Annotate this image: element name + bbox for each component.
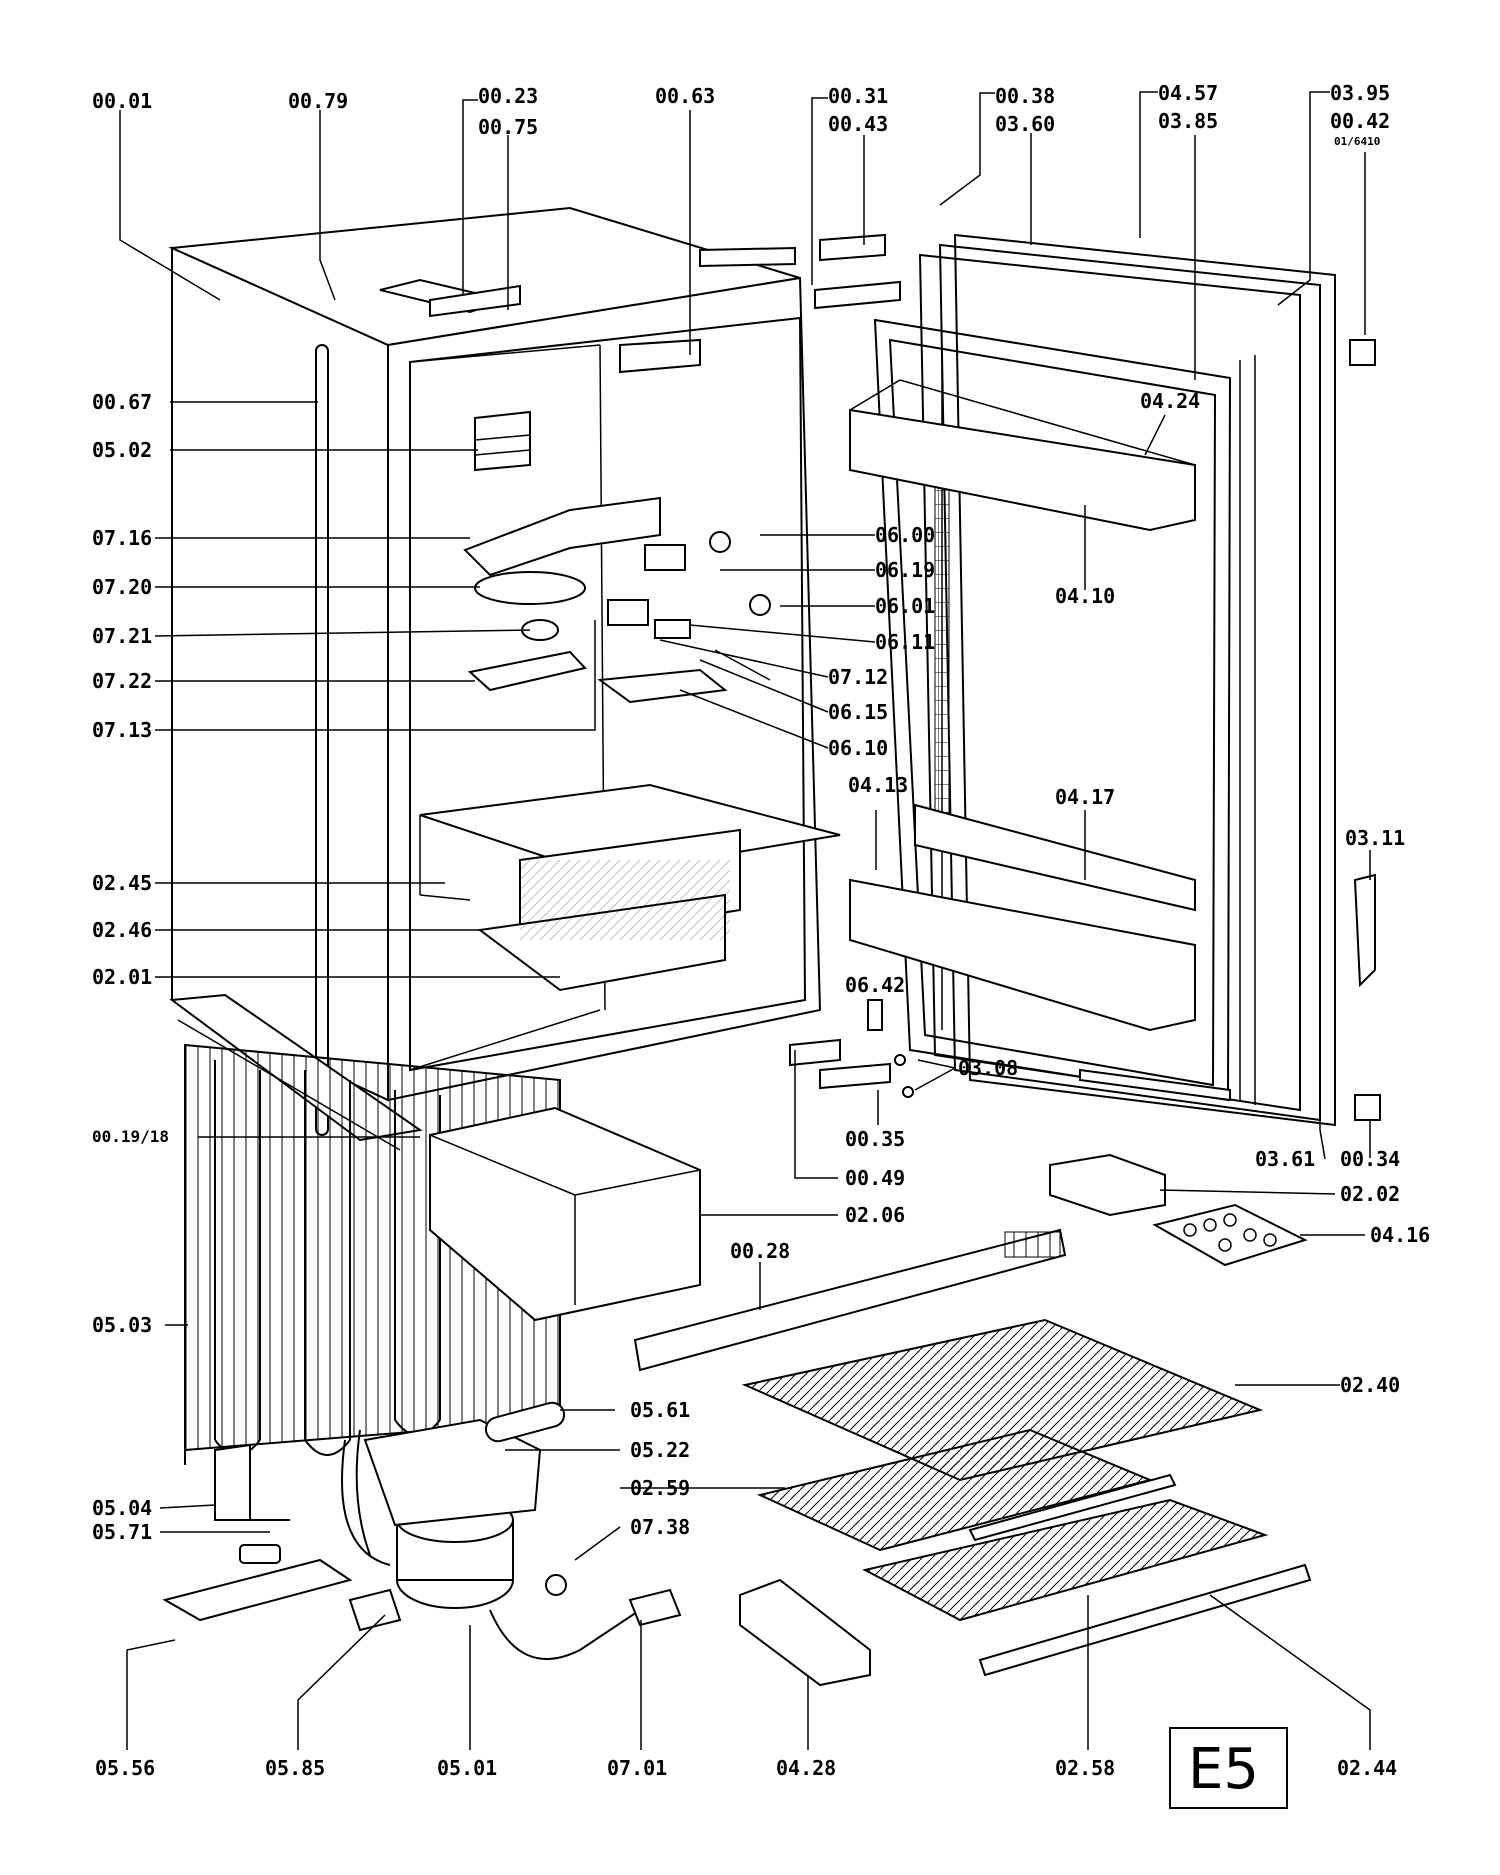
label-02-59: 02.59 xyxy=(630,1476,690,1500)
label-06-10: 06.10 xyxy=(828,736,888,760)
label-05-85: 05.85 xyxy=(265,1756,325,1780)
door-side-strip xyxy=(1334,873,1376,1115)
label-05-02: 05.02 xyxy=(92,438,152,462)
label-00-63: 00.63 xyxy=(655,84,715,108)
label-01-6410: 01/6410 xyxy=(1334,135,1380,148)
label-02-44: 02.44 xyxy=(1337,1756,1397,1780)
label-05-61: 05.61 xyxy=(630,1398,690,1422)
label-07-22: 07.22 xyxy=(92,669,152,693)
label-06-42: 06.42 xyxy=(845,973,905,997)
part-number-labels: 00.01 00.79 00.23 00.75 00.63 00.31 00.4… xyxy=(92,81,1430,1780)
label-07-01: 07.01 xyxy=(607,1756,667,1780)
glass-shelf-trim xyxy=(633,1228,1067,1372)
label-02-02: 02.02 xyxy=(1340,1182,1400,1206)
label-02-01: 02.01 xyxy=(92,965,152,989)
label-00-31: 00.31 xyxy=(828,84,888,108)
label-07-13: 07.13 xyxy=(92,718,152,742)
door-bottom-strip xyxy=(1079,1068,1231,1102)
label-04-10: 04.10 xyxy=(1055,584,1115,608)
label-00-49: 00.49 xyxy=(845,1166,905,1190)
label-00-43: 00.43 xyxy=(828,112,888,136)
label-00-42: 00.42 xyxy=(1330,109,1390,133)
badge-label: E5 xyxy=(1188,1737,1259,1802)
butter-box xyxy=(1049,1153,1166,1217)
label-05-04: 05.04 xyxy=(92,1496,152,1520)
label-06-01: 06.01 xyxy=(875,594,935,618)
label-07-12: 07.12 xyxy=(828,665,888,689)
label-04-28: 04.28 xyxy=(776,1756,836,1780)
page-badge: E5 xyxy=(1169,1727,1288,1809)
label-00-35: 00.35 xyxy=(845,1127,905,1151)
label-02-46: 02.46 xyxy=(92,918,152,942)
label-04-13: 04.13 xyxy=(848,773,908,797)
label-07-21: 07.21 xyxy=(92,624,152,648)
label-07-16: 07.16 xyxy=(92,526,152,550)
door-gasket-frames xyxy=(918,233,1336,1127)
label-02-45: 02.45 xyxy=(92,871,152,895)
label-04-24: 04.24 xyxy=(1140,389,1200,413)
label-04-17: 04.17 xyxy=(1055,785,1115,809)
egg-tray xyxy=(1152,1203,1308,1267)
top-rail-parts xyxy=(379,246,796,374)
label-05-71: 05.71 xyxy=(92,1520,152,1544)
label-06-15: 06.15 xyxy=(828,700,888,724)
thermostat-plate xyxy=(474,410,531,472)
label-03-61: 03.61 xyxy=(1255,1147,1315,1171)
label-00-79: 00.79 xyxy=(288,89,348,113)
leader-lines xyxy=(119,91,1371,1750)
drip-tray xyxy=(739,1578,871,1687)
label-05-56: 05.56 xyxy=(95,1756,155,1780)
label-03-95: 03.95 xyxy=(1330,81,1390,105)
label-02-06: 02.06 xyxy=(845,1203,905,1227)
label-00-75: 00.75 xyxy=(478,115,538,139)
label-00-67: 00.67 xyxy=(92,390,152,414)
label-06-00: 06.00 xyxy=(875,523,935,547)
wire-shelf-upper xyxy=(741,1318,1264,1482)
inner-shelf-and-drawer xyxy=(419,783,841,992)
door-balcony-lower xyxy=(849,803,1196,1032)
label-07-38: 07.38 xyxy=(630,1515,690,1539)
label-00-34: 00.34 xyxy=(1340,1147,1400,1171)
compressor-assembly xyxy=(162,1401,682,1660)
label-03-85: 03.85 xyxy=(1158,109,1218,133)
label-05-03: 05.03 xyxy=(92,1313,152,1337)
label-03-08: 03.08 xyxy=(958,1056,1018,1080)
label-05-01: 05.01 xyxy=(437,1756,497,1780)
light-housing-parts xyxy=(463,496,771,704)
label-04-57: 04.57 xyxy=(1158,81,1218,105)
label-04-16: 04.16 xyxy=(1370,1223,1430,1247)
label-02-40: 02.40 xyxy=(1340,1373,1400,1397)
crisper-drawer xyxy=(429,1106,701,1322)
label-00-38: 00.38 xyxy=(995,84,1055,108)
label-00-19-18: 00.19/18 xyxy=(92,1127,169,1146)
label-06-11: 06.11 xyxy=(875,630,935,654)
label-03-60: 03.60 xyxy=(995,112,1055,136)
label-00-01: 00.01 xyxy=(92,89,152,113)
label-02-58: 02.58 xyxy=(1055,1756,1115,1780)
label-00-23: 00.23 xyxy=(478,84,538,108)
hinge-parts xyxy=(789,233,1381,1121)
label-00-28: 00.28 xyxy=(730,1239,790,1263)
label-07-20: 07.20 xyxy=(92,575,152,599)
shelf-trim-strips xyxy=(968,1473,1312,1677)
label-06-19: 06.19 xyxy=(875,558,935,582)
drain-tube xyxy=(315,344,329,1136)
door-balcony-upper xyxy=(849,379,1196,532)
wire-shelf-lower xyxy=(862,1498,1269,1622)
label-03-11: 03.11 xyxy=(1345,826,1405,850)
label-05-22: 05.22 xyxy=(630,1438,690,1462)
